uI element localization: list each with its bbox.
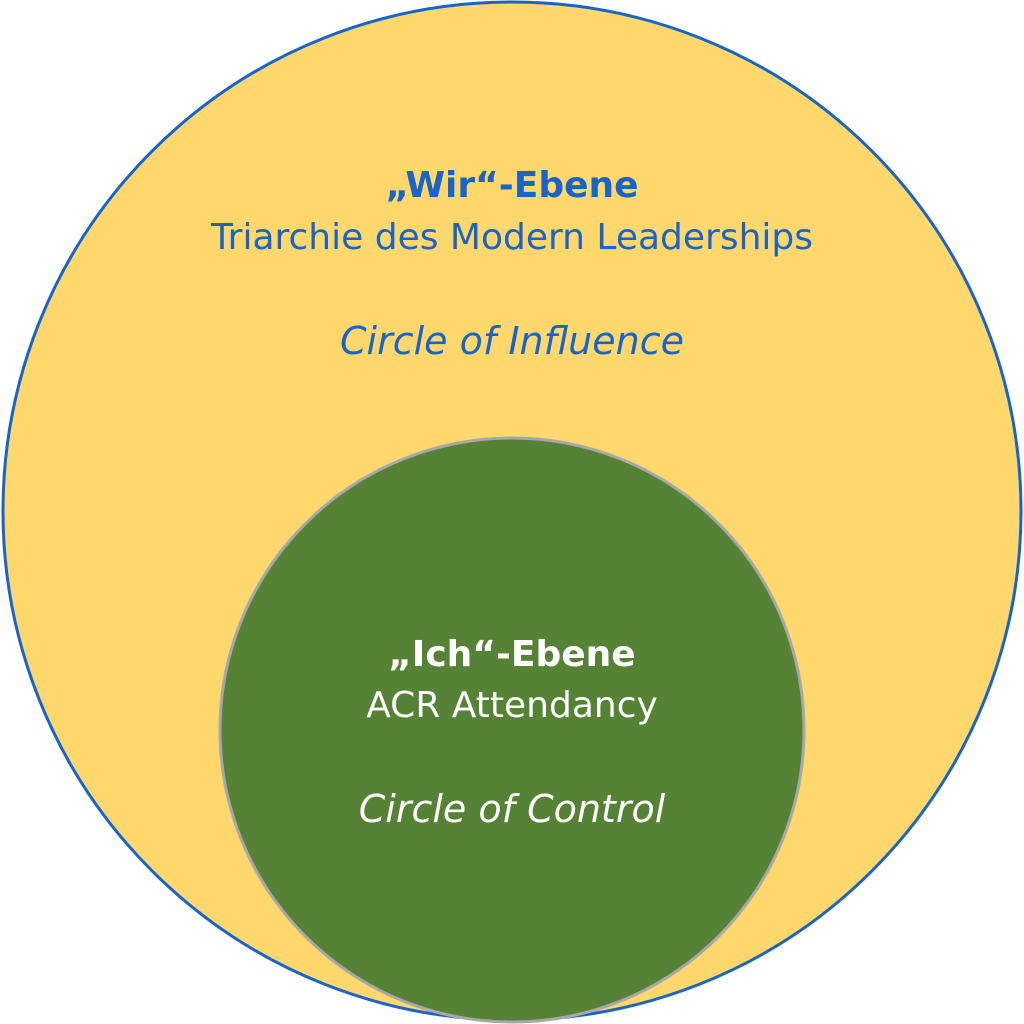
inner-subtitle: ACR Attendancy [366, 685, 658, 726]
inner-circle-label: Circle of Control [358, 787, 666, 831]
outer-subtitle: Triarchie des Modern Leaderships [210, 217, 814, 258]
outer-circle-label: Circle of Influence [340, 319, 684, 363]
outer-heading: „Wir“-Ebene [385, 165, 639, 206]
inner-heading: „Ich“-Ebene [388, 634, 636, 675]
inner-circle-control [218, 436, 806, 1024]
